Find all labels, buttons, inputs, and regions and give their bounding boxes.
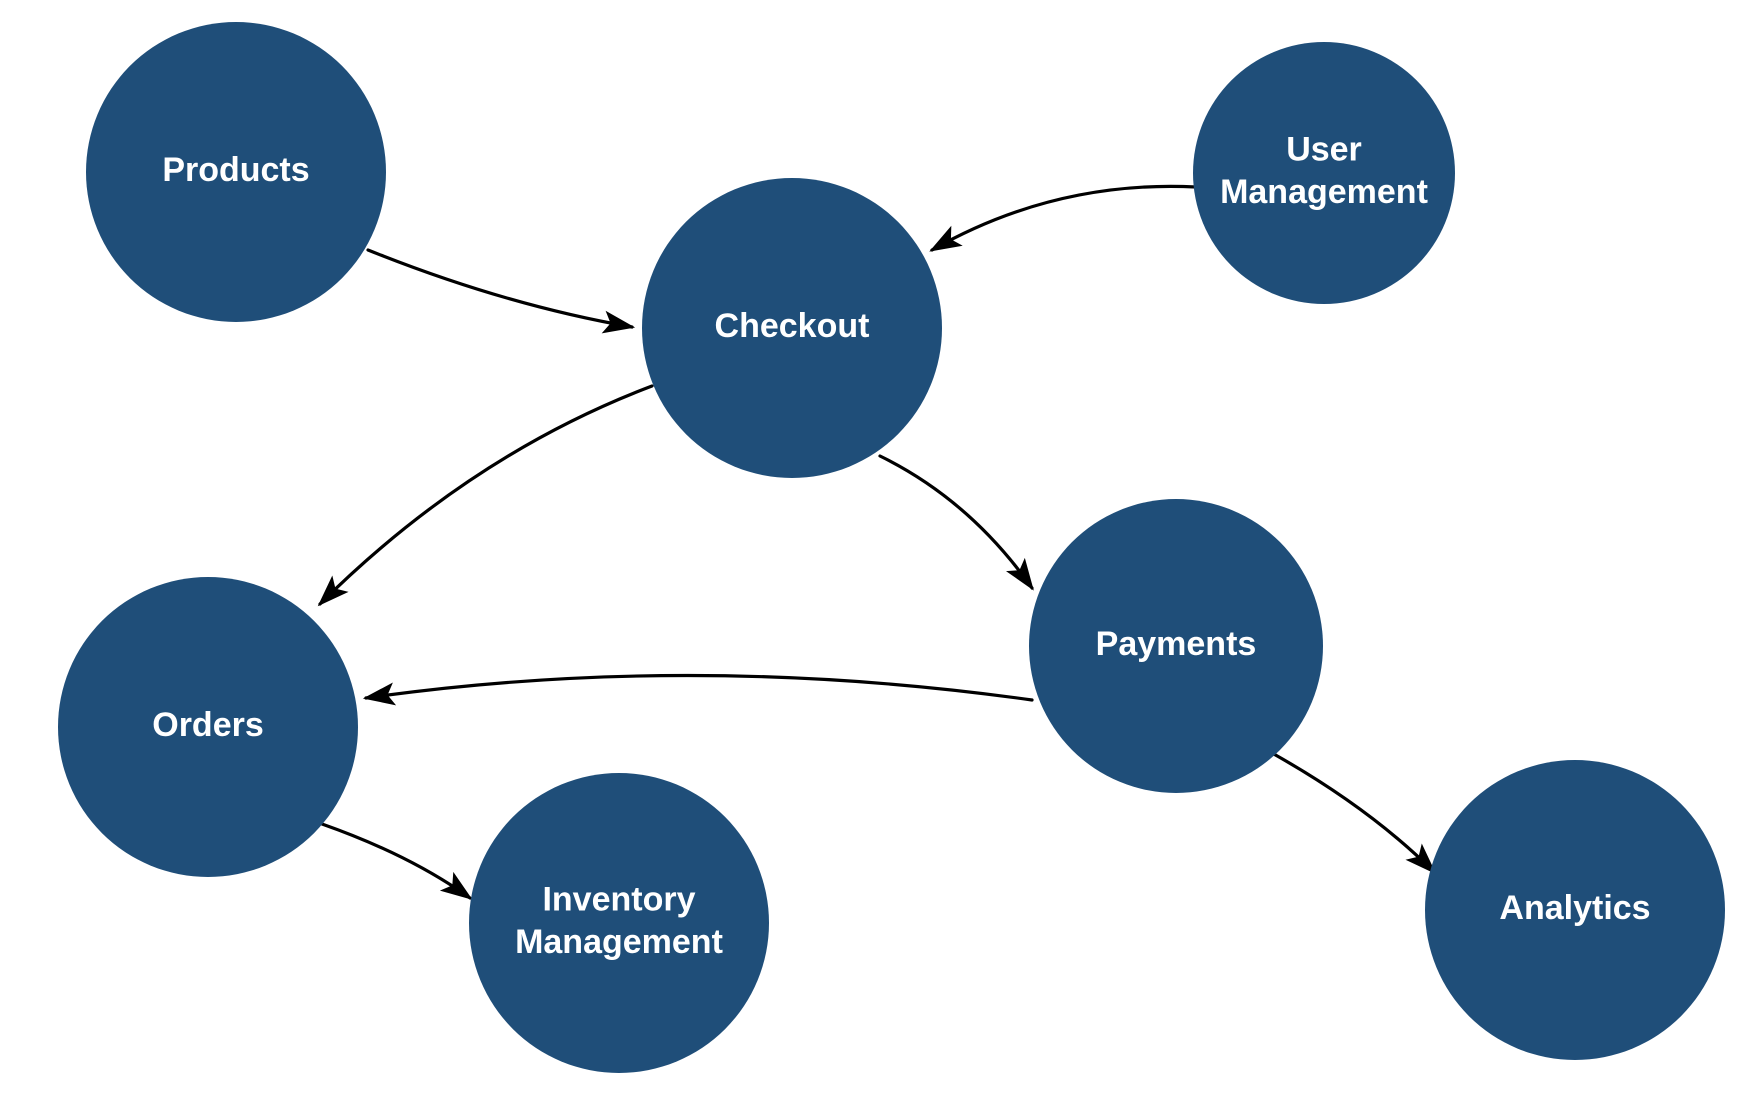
node-circle-analytics[interactable] [1425,760,1725,1060]
node-label-analytics: Analytics [1499,889,1650,927]
edge-payments-analytics [1270,751,1437,875]
node-label-usermgmt: User [1286,131,1362,169]
node-label-checkout: Checkout [715,307,870,345]
node-products[interactable]: Products [86,22,386,322]
node-circle-payments[interactable] [1029,499,1323,793]
node-circle-products[interactable] [86,22,386,322]
node-payments[interactable]: Payments [1029,499,1323,793]
node-label-payments: Payments [1096,625,1257,663]
node-circle-checkout[interactable] [642,178,942,478]
edge-checkout-orders [317,384,654,607]
node-circle-usermgmt[interactable] [1193,42,1455,304]
node-orders[interactable]: Orders [58,577,358,877]
nodes-layer: ProductsCheckoutUserManagementOrdersPaym… [58,22,1725,1073]
edges-layer [317,184,1437,900]
edge-products-checkout [366,248,636,334]
node-label-usermgmt: Management [1220,173,1428,211]
edge-usermgmt-checkout [929,184,1198,252]
node-checkout[interactable]: Checkout [642,178,942,478]
edge-checkout-payments [878,454,1034,591]
node-circle-inventory[interactable] [469,773,769,1073]
node-label-orders: Orders [152,706,264,744]
node-label-inventory: Inventory [542,881,695,919]
edge-payments-orders [362,673,1034,706]
node-label-products: Products [162,151,309,189]
edge-orders-inventory [320,822,473,900]
node-label-inventory: Management [515,923,723,961]
node-circle-orders[interactable] [58,577,358,877]
node-analytics[interactable]: Analytics [1425,760,1725,1060]
